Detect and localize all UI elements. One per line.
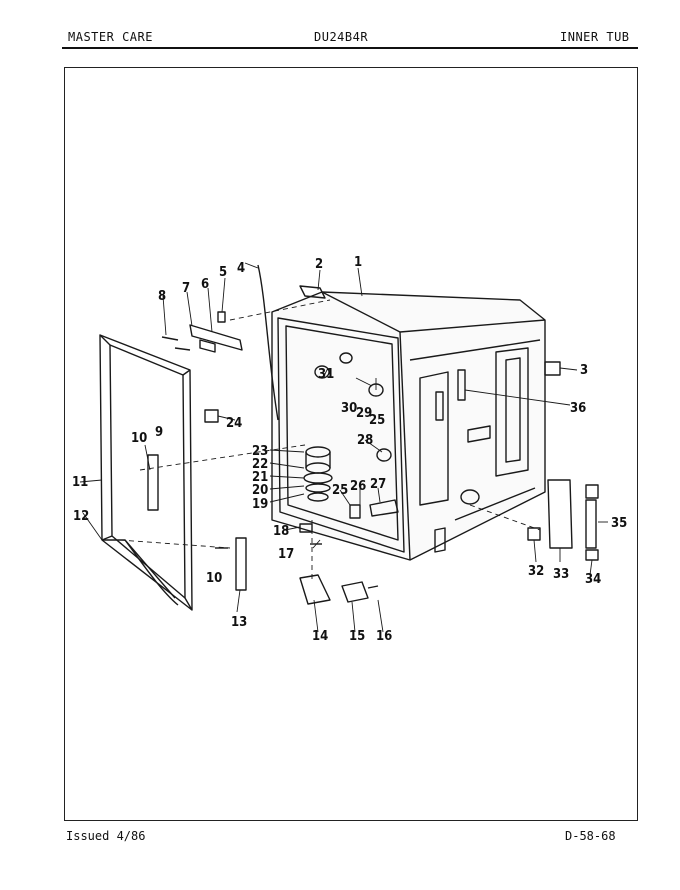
callout-label: 23: [252, 444, 268, 459]
callout-label: 9: [155, 425, 163, 440]
callout-label: 17: [278, 547, 294, 562]
alignment-lines: [119, 299, 541, 580]
callout-label: 21: [252, 470, 268, 485]
callout-label: 22: [252, 457, 268, 472]
header-brand: MASTER CARE: [68, 30, 153, 44]
callout-label: 6: [201, 277, 209, 292]
callout-label: 26: [350, 479, 366, 494]
callout-labels: 1 2 3 4 5 6 7 8 9 10 10 11 12 13 14 15 1…: [72, 255, 627, 644]
callout-label: 10: [131, 431, 147, 446]
callout-label: 3: [580, 363, 588, 378]
callout-label: 18: [273, 524, 289, 539]
callout-label: 34: [585, 572, 601, 587]
callout-label: 29: [356, 406, 372, 421]
callout-label: 27: [370, 477, 386, 492]
leader-lines: [79, 262, 608, 633]
callout-label: 15: [349, 629, 365, 644]
diagram-frame: [64, 67, 638, 821]
callout-label: 12: [73, 509, 89, 524]
callout-label: 1: [354, 255, 362, 270]
callout-label: 7: [182, 281, 190, 296]
header-rule: [62, 47, 638, 49]
callout-label: 16: [376, 629, 392, 644]
callout-label: 36: [570, 401, 586, 416]
footer-issued: Issued 4/86: [66, 829, 146, 843]
header-section: INNER TUB: [560, 30, 630, 44]
callout-label: 4: [237, 261, 245, 276]
callout-label: 25: [369, 413, 385, 428]
footer-page-code: D-58-68: [565, 829, 616, 843]
callout-label: 11: [72, 475, 88, 490]
callout-label: 30: [341, 401, 357, 416]
callout-label: 14: [312, 629, 328, 644]
door-panel: [99, 334, 193, 611]
callout-label: 31: [318, 367, 334, 382]
callout-label: 8: [158, 289, 166, 304]
header-model: DU24B4R: [314, 30, 369, 44]
hinge-parts: [161, 264, 599, 605]
callout-label: 24: [226, 416, 242, 431]
callout-label: 13: [231, 615, 247, 630]
callout-label: 5: [219, 265, 227, 280]
callout-label: 20: [252, 483, 268, 498]
callout-label: 28: [357, 433, 373, 448]
callout-label: 33: [553, 567, 569, 582]
callout-label: 25: [332, 483, 348, 498]
callout-label: 35: [611, 516, 627, 531]
callout-label: 10: [206, 571, 222, 586]
callout-label: 2: [315, 257, 323, 272]
callout-label: 32: [528, 564, 544, 579]
callout-label: 19: [252, 497, 268, 512]
inner-tub-body: [271, 291, 546, 561]
